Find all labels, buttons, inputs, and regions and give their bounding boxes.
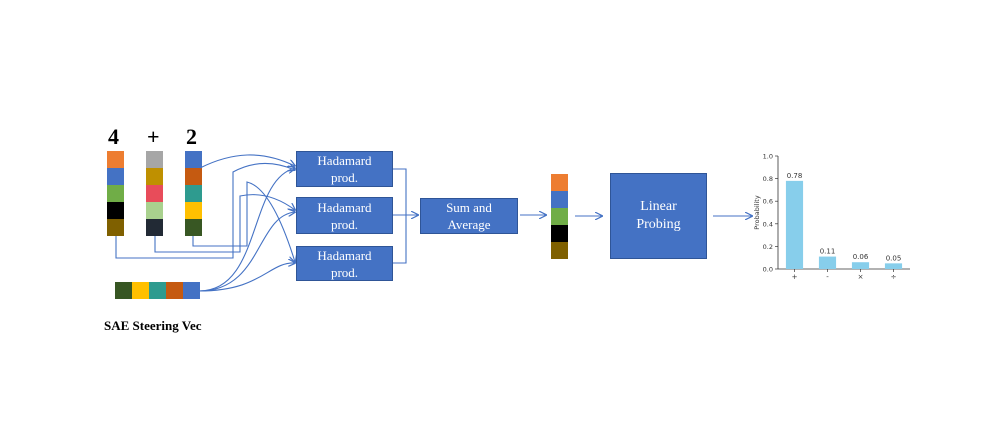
chart-ytick-label-4: 0.8 — [763, 175, 773, 183]
vec-out-cell-1 — [551, 191, 568, 208]
chart-ytick-label-1: 0.2 — [763, 243, 773, 251]
token-plus-label: + — [147, 124, 160, 149]
sum-average-line1: Sum and — [446, 200, 492, 215]
vec-plus-cell-0 — [146, 151, 163, 168]
hadamard-2-line2: prod. — [330, 216, 359, 232]
steer-cell-4 — [183, 282, 200, 299]
chart-ytick-label-0: 0.0 — [763, 266, 773, 274]
vec-2-cell-2 — [185, 185, 202, 202]
vec-out-cell-2 — [551, 208, 568, 225]
chart-value-label-2: 0.06 — [853, 253, 869, 261]
steer-cell-0 — [115, 282, 132, 299]
embedding-vector-4 — [107, 151, 124, 236]
chart-bar-0 — [785, 180, 804, 269]
vec-out-cell-4 — [551, 242, 568, 259]
chart-value-label-1: 0.11 — [820, 248, 836, 256]
arrow-steer-to-hadamard-3 — [198, 263, 295, 292]
arrow-4-to-hadamard-1 — [115, 162, 295, 259]
vec-4-cell-2 — [107, 185, 124, 202]
chart-value-label-0: 0.78 — [787, 172, 803, 180]
embedding-vector-plus — [146, 151, 163, 236]
chart-ytick-label-3: 0.6 — [763, 198, 773, 206]
chart-ytick-label-5: 1.0 — [763, 153, 773, 161]
vec-plus-cell-1 — [146, 168, 163, 185]
chart-category-label-0: + — [792, 273, 798, 281]
linear-probing-line1: Linear — [640, 199, 677, 214]
chart-bar-2 — [851, 262, 870, 269]
arrow-hadamard-merge — [392, 168, 407, 264]
vec-2-cell-4 — [185, 219, 202, 236]
chart-value-label-3: 0.05 — [886, 254, 902, 262]
steering-caption: SAE Steering Vec — [104, 318, 202, 333]
arrow-2-to-hadamard-3 — [192, 181, 295, 262]
hadamard-3-line1: Hadamard — [317, 247, 372, 263]
hadamard-box-1: Hadamard prod. — [296, 151, 393, 187]
chart-category-label-2: × — [858, 273, 864, 281]
output-vector — [551, 174, 568, 259]
hadamard-3-line2: prod. — [330, 264, 359, 280]
vec-out-cell-0 — [551, 174, 568, 191]
linear-probing-line2: Probing — [636, 217, 681, 232]
chart-category-label-1: - — [826, 273, 829, 281]
chart-category-label-3: ÷ — [891, 273, 897, 281]
steer-cell-2 — [149, 282, 166, 299]
vec-2-cell-1 — [185, 168, 202, 185]
steer-cell-1 — [132, 282, 149, 299]
arrows — [115, 154, 752, 292]
steering-vector — [115, 282, 200, 299]
chart-ytick-label-2: 0.4 — [763, 220, 773, 228]
hadamard-1-line1: Hadamard — [317, 153, 372, 168]
vec-out-cell-3 — [551, 225, 568, 242]
vec-2-cell-0 — [185, 151, 202, 168]
vec-4-cell-4 — [107, 219, 124, 236]
vec-plus-cell-4 — [146, 219, 163, 236]
vec-plus-cell-3 — [146, 202, 163, 219]
vec-4-cell-3 — [107, 202, 124, 219]
arrow-steer-to-hadamard-1 — [198, 168, 295, 292]
arrow-4-cross — [199, 154, 295, 169]
arrow-steer-to-hadamard-2 — [198, 212, 295, 292]
embedding-vector-2 — [185, 151, 202, 236]
token-2-label: 2 — [186, 124, 197, 149]
chart-bar-1 — [818, 256, 837, 269]
vec-4-cell-0 — [107, 151, 124, 168]
steer-cell-3 — [166, 282, 183, 299]
arrow-plus-to-hadamard-2 — [154, 194, 295, 253]
vec-plus-cell-2 — [146, 185, 163, 202]
chart-bar-3 — [884, 263, 903, 269]
vec-2-cell-3 — [185, 202, 202, 219]
sum-average-line2: Average — [447, 217, 491, 232]
vec-4-cell-1 — [107, 168, 124, 185]
token-4-label: 4 — [108, 124, 119, 149]
chart-ylabel: Probability — [753, 195, 761, 230]
hadamard-1-line2: prod. — [330, 170, 359, 185]
hadamard-2-line1: Hadamard — [317, 199, 372, 215]
